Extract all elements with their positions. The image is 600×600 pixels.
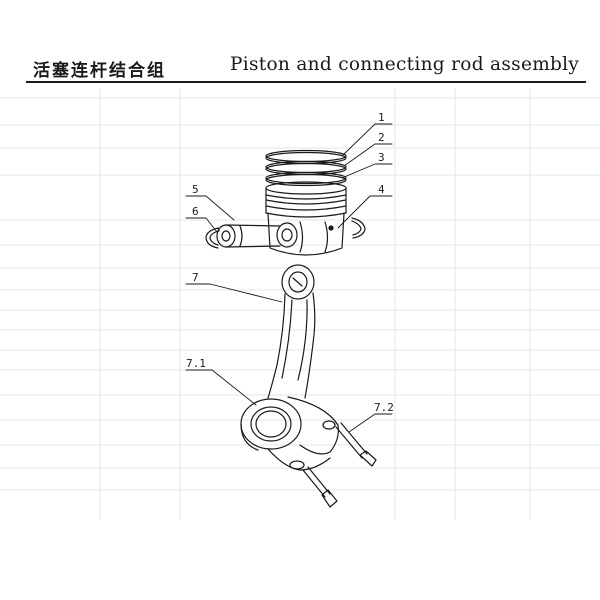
header: 活塞连杆结合组 Piston and connecting rod assemb… bbox=[0, 52, 600, 86]
callout-7-2: 7.2 bbox=[374, 401, 394, 414]
piston-pin bbox=[216, 224, 281, 248]
bearing-shell bbox=[255, 410, 287, 438]
callout-7: 7 bbox=[192, 271, 199, 284]
piston-ring-3 bbox=[265, 171, 347, 187]
title-chinese: 活塞连杆结合组 bbox=[33, 61, 166, 81]
leader-lines bbox=[185, 123, 393, 433]
callout-4: 4 bbox=[378, 183, 385, 196]
callout-2: 2 bbox=[378, 131, 385, 144]
callout-7-1: 7.1 bbox=[186, 357, 206, 370]
connecting-rod bbox=[240, 264, 339, 471]
rod-bolt-right bbox=[335, 422, 377, 467]
callout-3: 3 bbox=[378, 151, 385, 164]
circlip-left bbox=[205, 227, 220, 249]
circlip-right bbox=[351, 217, 366, 239]
callout-5: 5 bbox=[192, 183, 199, 196]
rod-bolt-lower bbox=[302, 466, 338, 508]
callout-6: 6 bbox=[192, 205, 199, 218]
piston bbox=[265, 181, 347, 256]
header-rule bbox=[26, 81, 586, 83]
title-english: Piston and connecting rod assembly bbox=[230, 54, 580, 75]
callout-1: 1 bbox=[378, 111, 385, 124]
